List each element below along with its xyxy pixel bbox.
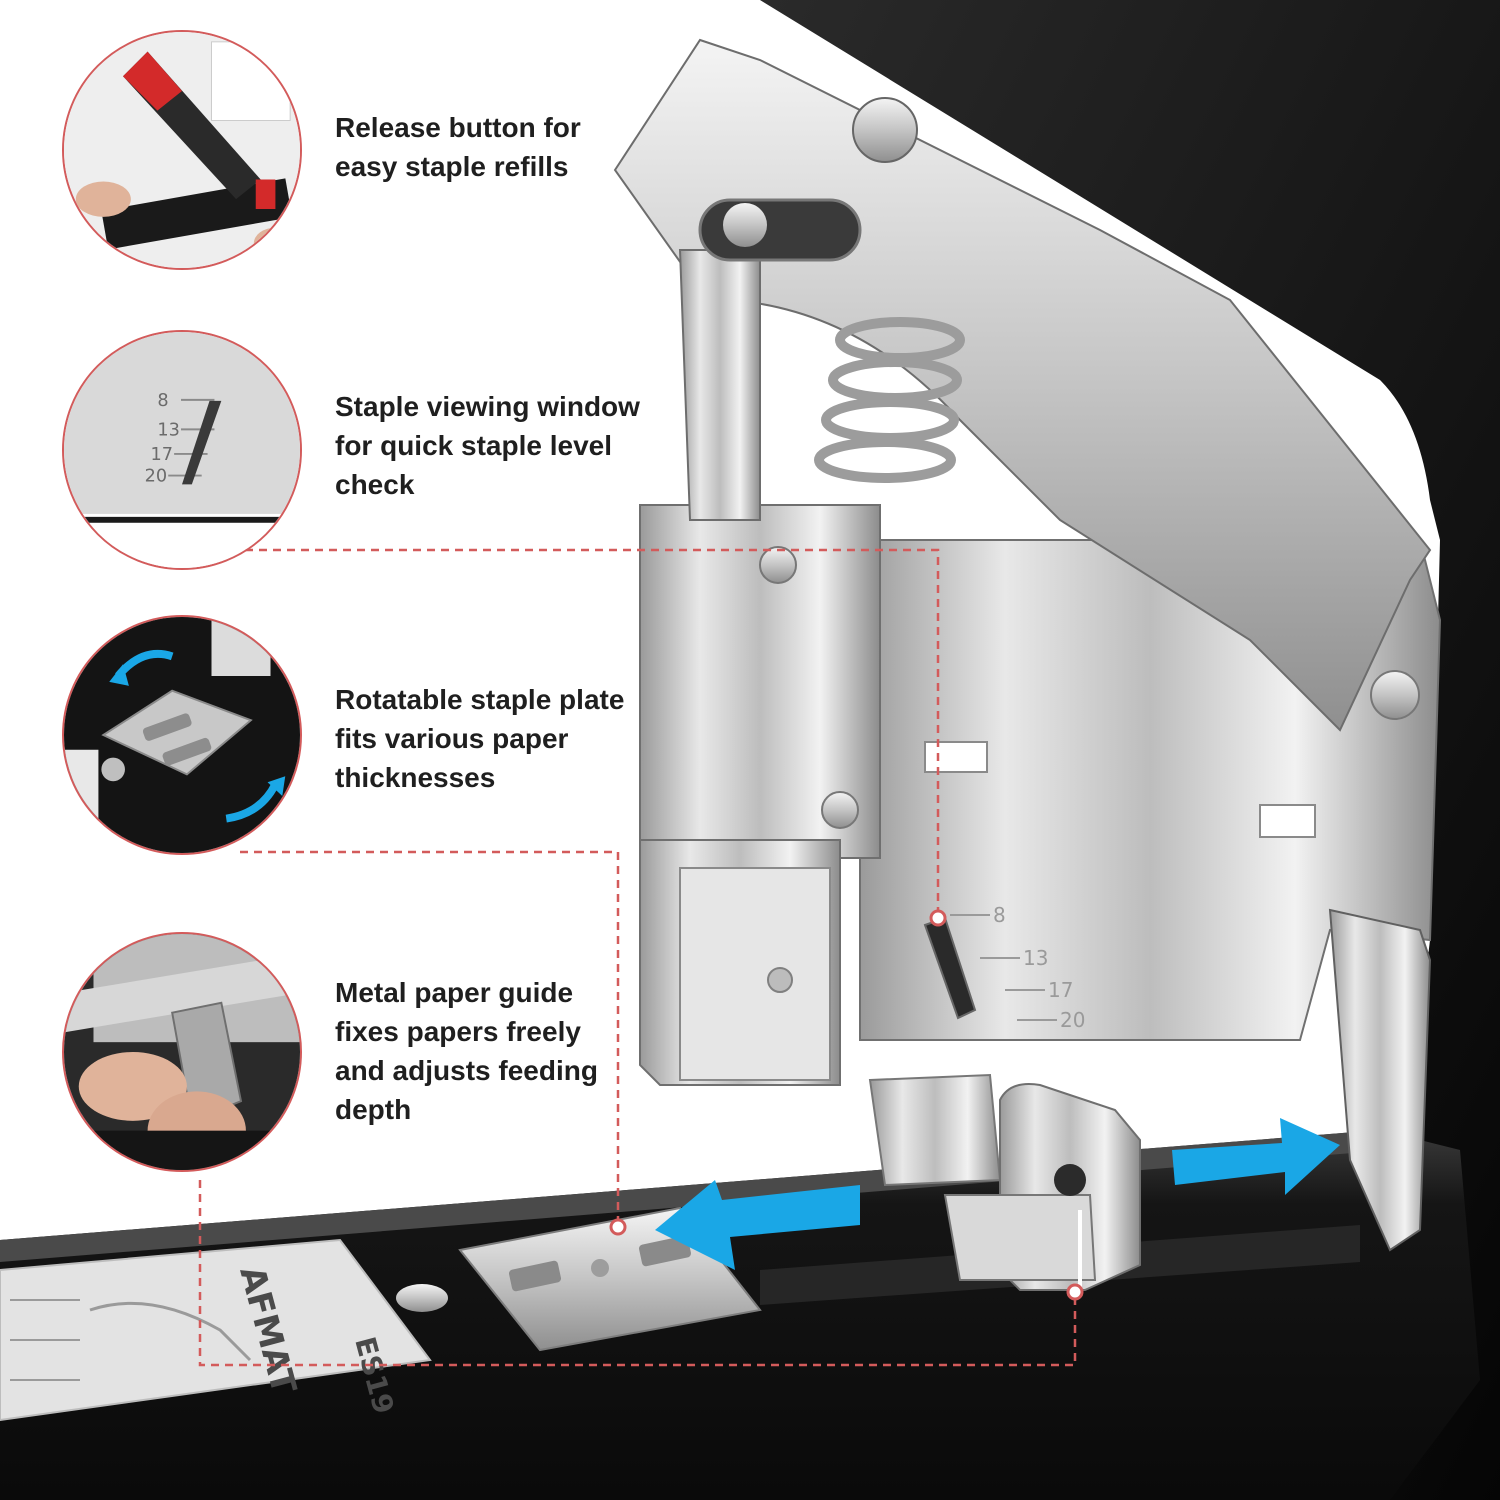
callout-lines: [198, 548, 1077, 1367]
callout-viewing: Staple viewing window for quick staple l…: [335, 387, 640, 504]
callout-dot-viewing: [929, 909, 947, 927]
callout-guide: Metal paper guide fixes papers freely an…: [335, 973, 598, 1129]
guide-adjust-arrows: [655, 1118, 1340, 1270]
arrow-left-icon: [655, 1180, 860, 1270]
callout-guide-line-1: Metal paper guide: [335, 977, 574, 1008]
gauge-label: 13: [1023, 946, 1048, 970]
inset-gauge-label: 17: [151, 445, 174, 465]
inset-rotatable-plate: [62, 615, 302, 855]
callout-release-line-2: easy staple refills: [335, 151, 569, 182]
metal-paper-guide: [943, 1083, 1141, 1291]
base-magnet: [396, 1284, 448, 1312]
stapler-arm: [613, 38, 1432, 732]
callout-viewing-line-2: for quick staple level: [335, 430, 612, 461]
callout-rotatable-line-2: fits various paper: [335, 723, 569, 754]
callout-rotatable: Rotatable staple plate fits various pape…: [335, 680, 624, 797]
inset-gauge-label: 8: [157, 391, 168, 411]
callout-dot-guide: [1066, 1283, 1084, 1301]
callout-guide-line-3: and adjusts feeding: [335, 1055, 598, 1086]
callout-viewing-line-3: check: [335, 469, 415, 500]
inset-release-button: [62, 30, 302, 270]
callout-guide-line-4: depth: [335, 1094, 412, 1125]
base-label-plate: AFMAT ES19: [0, 1238, 432, 1422]
gauge-label: 8: [993, 903, 1006, 927]
callout-release-line-1: Release button for: [335, 112, 581, 143]
callout-rotatable-line-3: thicknesses: [335, 762, 496, 793]
callout-rotatable-line-1: Rotatable staple plate: [335, 684, 625, 715]
callout-guide-line-2: fixes papers freely: [335, 1016, 581, 1047]
callout-release: Release button for easy staple refills: [335, 108, 581, 186]
callout-dot-plate: [609, 1218, 627, 1236]
inset-paper-guide: [62, 932, 302, 1172]
inset-gauge-label: 13: [157, 420, 180, 440]
gauge-label: 17: [1048, 978, 1073, 1002]
arrow-right-icon: [1172, 1118, 1340, 1195]
callout-viewing-line-1: Staple viewing window: [335, 391, 640, 422]
inset-gauge-label: 20: [145, 466, 168, 486]
gauge-label: 20: [1060, 1008, 1085, 1032]
